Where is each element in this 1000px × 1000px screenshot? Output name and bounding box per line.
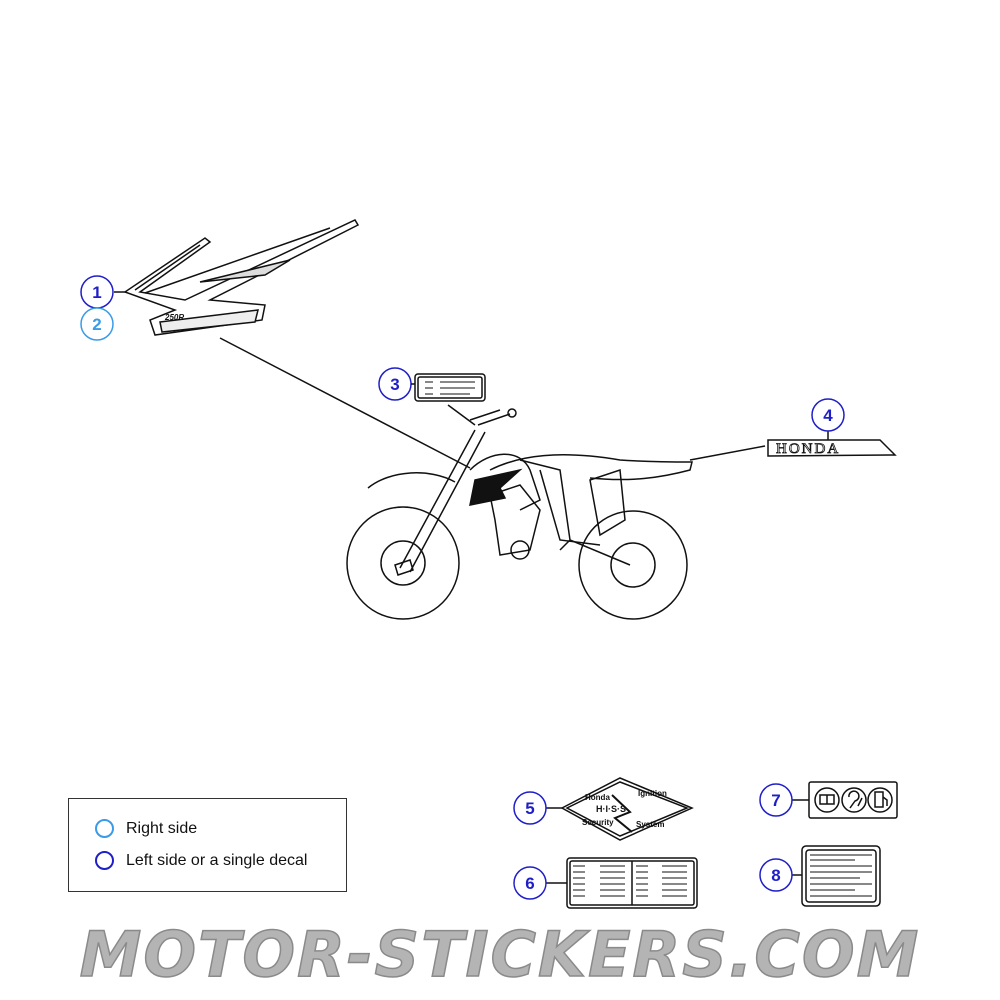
symbol-label-drawing (792, 781, 898, 819)
legend-left-side-label: Left side or a single decal (126, 851, 308, 869)
callout-number: 3 (390, 375, 399, 394)
callout-number: 5 (525, 799, 534, 818)
legend: Right side Left side or a single decal (68, 798, 347, 892)
callout-4[interactable]: 4 (811, 398, 845, 432)
callout-7[interactable]: 7 (759, 783, 793, 817)
honda-emblem-drawing: HONDA (689, 439, 897, 461)
his-top-right-text: Ignition (638, 789, 667, 798)
his-bottom-right-text: System (636, 820, 664, 829)
legend-right-side: Right side (95, 819, 197, 838)
callout-number: 6 (525, 874, 534, 893)
his-top-left-text: Honda (585, 793, 610, 802)
callout-2[interactable]: 2 (80, 307, 114, 341)
caution-label-drawing (414, 373, 486, 426)
emblem-text: HONDA (776, 441, 840, 457)
callout-number: 8 (771, 866, 780, 885)
callout-5[interactable]: 5 (513, 791, 547, 825)
his-center-text: H·I·S·S (596, 804, 626, 814)
legend-right-side-label: Right side (126, 819, 198, 837)
info-label-8-drawing (792, 845, 881, 907)
callout-number: 1 (92, 283, 101, 302)
callout-number: 4 (823, 406, 833, 425)
his-security-label-drawing: Honda Ignition H·I·S·S Security System (546, 777, 694, 841)
legend-left-side: Left side or a single decal (95, 851, 307, 870)
callout-1[interactable]: 1 (80, 275, 114, 309)
watermark: MOTOR-STICKERS.COM (79, 917, 921, 992)
callout-6[interactable]: 6 (513, 866, 547, 900)
callout-8[interactable]: 8 (759, 858, 793, 892)
callout-number: 2 (92, 315, 101, 334)
info-label-6-drawing (546, 857, 698, 909)
motorcycle-drawing (346, 408, 693, 620)
his-bottom-left-text: Security (582, 818, 614, 827)
shroud-decal-drawing: 250R (123, 219, 360, 336)
right-side-circle-icon (95, 819, 114, 838)
shroud-text: 250R (164, 313, 184, 322)
callout-number: 7 (771, 791, 780, 810)
left-side-circle-icon (95, 851, 114, 870)
callout-3[interactable]: 3 (378, 367, 412, 401)
